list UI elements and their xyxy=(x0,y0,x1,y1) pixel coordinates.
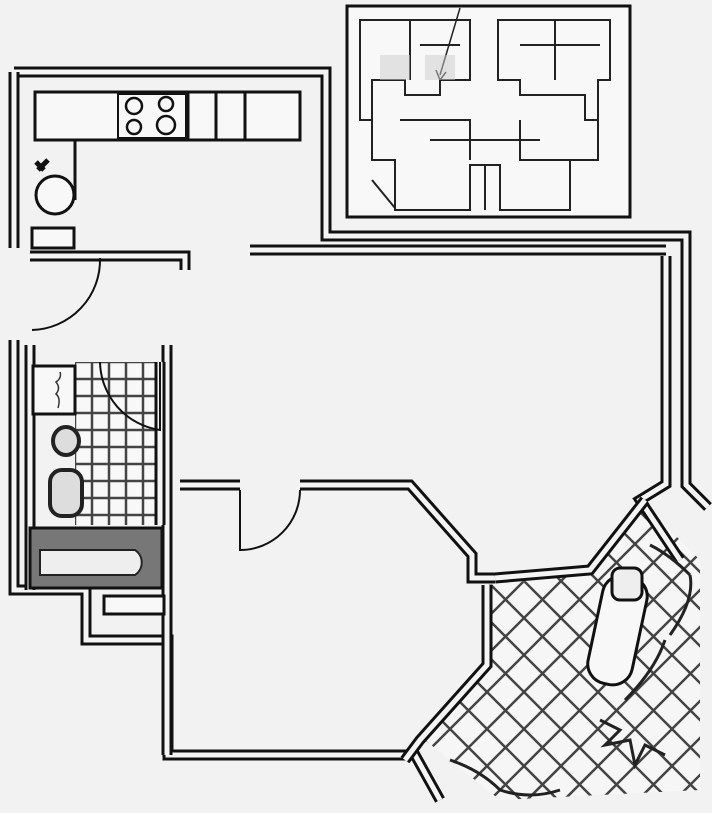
bedroom-door-swing xyxy=(239,489,301,552)
tile-line xyxy=(450,550,700,800)
tile-line xyxy=(635,735,700,800)
tile-line xyxy=(425,513,700,797)
bidet-icon xyxy=(51,425,81,457)
palm-icon xyxy=(599,718,666,770)
wall-segment xyxy=(636,256,683,562)
wall-segment xyxy=(30,253,188,270)
kitchen-counter xyxy=(30,90,302,250)
terrace-furniture xyxy=(449,543,693,797)
bathroom-tiles xyxy=(75,362,160,525)
site-plan-inset xyxy=(345,4,632,219)
wall-segment xyxy=(180,479,495,584)
tile-line xyxy=(561,661,700,800)
wall-segment xyxy=(632,256,685,564)
laundry-cabinet xyxy=(31,364,77,416)
bathroom-door-swing xyxy=(99,361,161,432)
sink-icon xyxy=(34,174,76,216)
bathroom-fixtures xyxy=(28,364,166,616)
tile-line xyxy=(524,624,700,800)
wall-segment xyxy=(14,69,710,509)
faucet-icon xyxy=(34,158,50,172)
stove-burners-icon xyxy=(124,95,177,136)
doors xyxy=(31,257,301,552)
toilet-icon xyxy=(48,468,84,518)
table-icon xyxy=(610,566,644,602)
plants-icon xyxy=(623,543,693,702)
wall-segment xyxy=(403,585,490,762)
wall-segment xyxy=(494,498,647,581)
tile-line xyxy=(487,587,700,800)
tile-line xyxy=(425,505,680,760)
entry-door-swing xyxy=(31,257,102,331)
wall-segment xyxy=(180,482,495,581)
tile-line xyxy=(598,698,700,800)
